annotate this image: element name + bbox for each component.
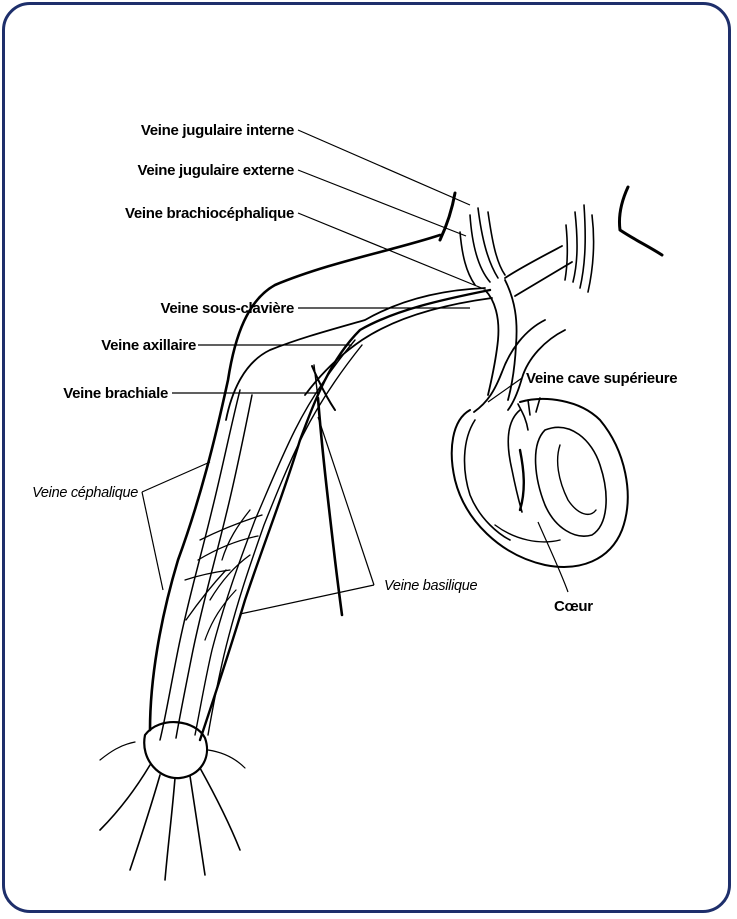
- label-basilic: Veine basilique: [384, 578, 478, 594]
- label-brachiocephalic: Veine brachiocéphalique: [125, 205, 294, 222]
- label-heart: Cœur: [554, 598, 593, 615]
- heart-drawing: [452, 398, 628, 592]
- label-axillary: Veine axillaire: [101, 337, 196, 354]
- arm-outline: [100, 193, 490, 880]
- arm-veins: [160, 288, 492, 740]
- label-superior-vena-cava: Veine cave supérieure: [526, 370, 677, 387]
- label-jugular-external: Veine jugulaire externe: [137, 162, 294, 179]
- label-brachial: Veine brachiale: [63, 385, 168, 402]
- label-cephalic: Veine céphalique: [32, 485, 138, 501]
- label-jugular-internal: Veine jugulaire interne: [141, 122, 294, 139]
- label-subclavian: Veine sous-clavière: [160, 300, 294, 317]
